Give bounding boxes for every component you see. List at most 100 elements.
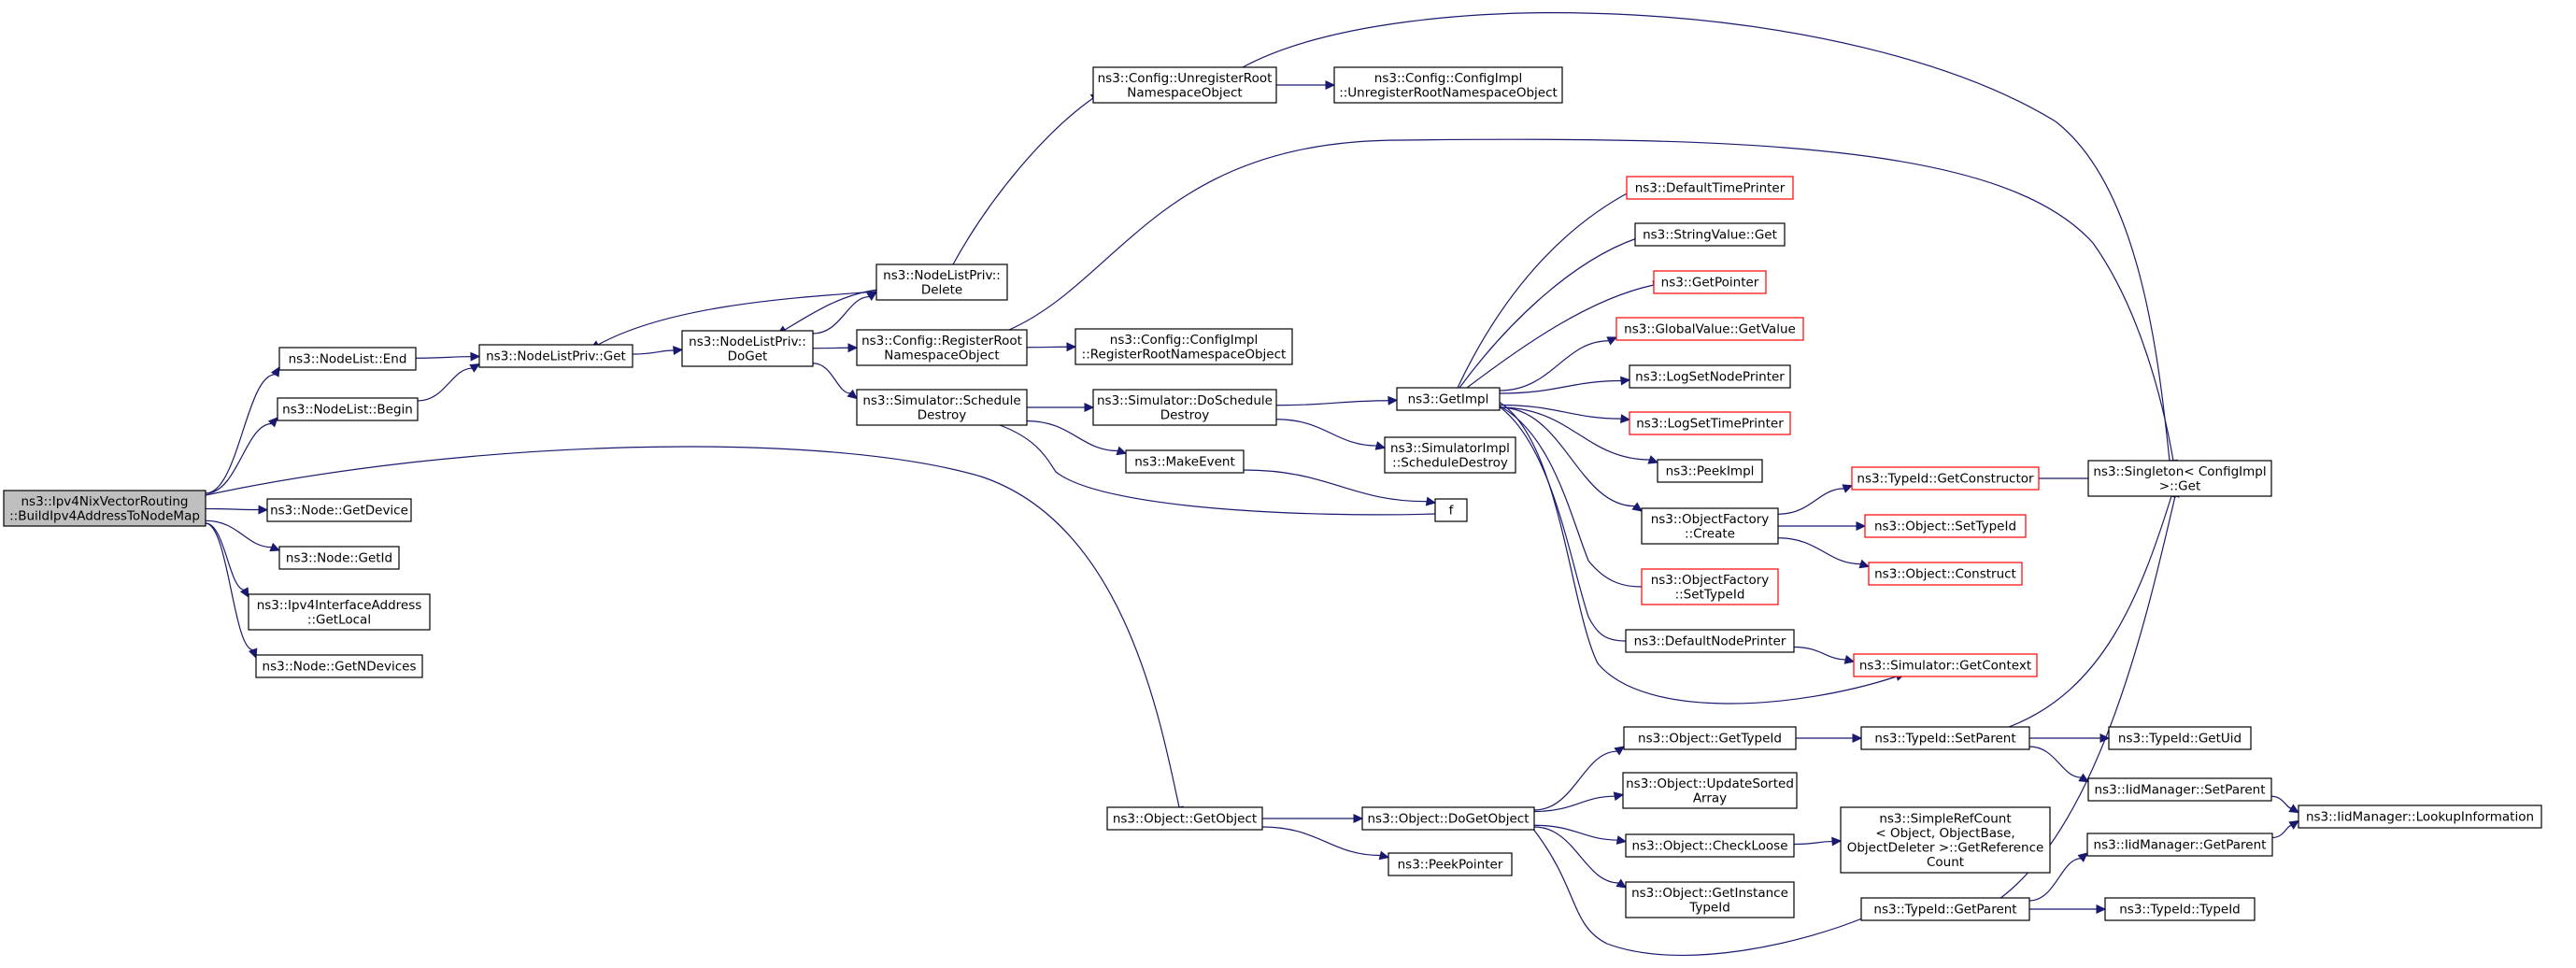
node-obj_construct[interactable]: ns3::Object::Construct <box>1868 562 2023 586</box>
node-box <box>2087 460 2272 497</box>
node-label-line: ns3::StringValue::Get <box>1643 228 1777 243</box>
edge-defnodeprinter-to-sim_getcontext <box>1793 646 1856 664</box>
node-label-line: ::BuildIpv4AddressToNodeMap <box>9 508 200 523</box>
node-strval_get[interactable]: ns3::StringValue::Get <box>1634 222 1786 247</box>
node-label-line: DoGet <box>728 349 768 363</box>
node-typeid_getctor[interactable]: ns3::TypeId::GetConstructor <box>1851 466 2040 491</box>
edge-objfac_create-to-obj_construct <box>1777 537 1871 569</box>
node-nlp_doget[interactable]: ns3::NodeListPriv::DoGet <box>681 330 814 367</box>
node-logsetnode[interactable]: ns3::LogSetNodePrinter <box>1629 364 1791 389</box>
node-nlp_delete[interactable]: ns3::NodeListPriv::Delete <box>875 263 1008 301</box>
edge-obj_dogetobject-to-obj_updatesorted <box>1533 791 1625 813</box>
edge-root-to-node_getndevices <box>205 522 258 660</box>
node-getimpl[interactable]: ns3::GetImpl <box>1396 387 1501 411</box>
node-nlp_get[interactable]: ns3::NodeListPriv::Get <box>478 344 633 368</box>
node-root[interactable]: ns3::Ipv4NixVectorRouting::BuildIpv4Addr… <box>3 490 206 527</box>
node-box <box>856 329 1028 366</box>
node-box <box>1625 629 1795 653</box>
node-objfac_settypeid[interactable]: ns3::ObjectFactory::SetTypeId <box>1641 568 1779 605</box>
node-label-line: Destroy <box>1160 407 1210 422</box>
node-logsettime[interactable]: ns3::LogSetTimePrinter <box>1629 411 1791 435</box>
node-label-line: ns3::DefaultTimePrinter <box>1635 181 1786 196</box>
node-typeid_getparent[interactable]: ns3::TypeId::GetParent <box>1860 897 2030 921</box>
node-obj_checkloose[interactable]: ns3::Object::CheckLoose <box>1625 833 1795 858</box>
node-box <box>1868 562 2023 586</box>
node-gv_getvalue[interactable]: ns3::GlobalValue::GetValue <box>1615 317 1804 341</box>
node-sim_sched[interactable]: ns3::Simulator::ScheduleDestroy <box>856 389 1028 426</box>
node-obj_getobject[interactable]: ns3::Object::GetObject <box>1106 806 1263 831</box>
node-singleton_get[interactable]: ns3::Singleton< ConfigImpl >::Get <box>2087 460 2272 497</box>
edge-sim_sched-to-sim_dosched <box>1027 403 1095 412</box>
node-obj_settypeid[interactable]: ns3::Object::SetTypeId <box>1864 514 2027 538</box>
node-label-line: ns3::TypeId::GetUid <box>2118 732 2242 747</box>
node-label-line: ns3::Config::ConfigImpl <box>1374 71 1522 86</box>
node-label-line: ObjectDeleter >::GetReference <box>1847 840 2044 855</box>
edge-getimpl-to-strval_get <box>1459 234 1646 389</box>
node-makeevent[interactable]: ns3::MakeEvent <box>1125 449 1245 474</box>
node-cfg_unreg[interactable]: ns3::Config::UnregisterRootNamespaceObje… <box>1092 66 1277 104</box>
node-box <box>1641 568 1779 605</box>
node-typeid_getuid[interactable]: ns3::TypeId::GetUid <box>2108 726 2252 750</box>
node-typeid_setparent[interactable]: ns3::TypeId::SetParent <box>1860 726 2030 750</box>
node-nl_begin[interactable]: ns3::NodeList::Begin <box>277 397 419 421</box>
edge-iidmgr_setparent-to-iidmgr_lookup <box>2270 795 2300 814</box>
node-iidmgr_setparent[interactable]: ns3::IidManager::SetParent <box>2087 777 2272 802</box>
node-label-line: ns3::TypeId::SetParent <box>1874 732 2015 747</box>
node-box <box>1653 270 1767 294</box>
node-cfg_reg[interactable]: ns3::Config::RegisterRootNamespaceObject <box>856 329 1028 366</box>
node-label-line: ns3::LogSetNodePrinter <box>1635 370 1785 385</box>
edge-obj_dogetobject-to-obj_gettypeid <box>1533 746 1625 811</box>
node-f[interactable]: f <box>1434 498 1468 522</box>
node-nl_end[interactable]: ns3::NodeList::End <box>278 347 417 371</box>
node-cfgimpl_unreg[interactable]: ns3::Config::ConfigImpl::UnregisterRootN… <box>1333 66 1563 104</box>
node-ipv4if_getlocal[interactable]: ns3::Ipv4InterfaceAddress::GetLocal <box>248 593 431 631</box>
node-box <box>2298 804 2542 829</box>
node-box <box>255 654 423 678</box>
node-box <box>2104 897 2256 921</box>
node-label-line: ::Create <box>1685 526 1735 541</box>
node-obj_dogetobject[interactable]: ns3::Object::DoGetObject <box>1361 806 1535 831</box>
node-label-line: ns3::SimulatorImpl <box>1390 441 1510 456</box>
node-label-line: ns3::Config::ConfigImpl <box>1110 333 1258 348</box>
node-defnodeprinter[interactable]: ns3::DefaultNodePrinter <box>1625 629 1795 653</box>
node-label-line: ns3::Node::GetNDevices <box>263 660 417 675</box>
node-node_getid[interactable]: ns3::Node::GetId <box>278 546 400 570</box>
node-node_getndevices[interactable]: ns3::Node::GetNDevices <box>255 654 423 678</box>
node-deftimeprinter[interactable]: ns3::DefaultTimePrinter <box>1626 176 1794 200</box>
node-box <box>1434 498 1468 522</box>
edge-makeevent-to-f <box>1243 469 1437 506</box>
node-label-line: ns3::GlobalValue::GetValue <box>1624 322 1796 337</box>
node-box <box>248 593 431 631</box>
node-cfgimpl_reg[interactable]: ns3::Config::ConfigImpl::RegisterRootNam… <box>1075 328 1293 365</box>
node-simimpl_sched[interactable]: ns3::SimulatorImpl::ScheduleDestroy <box>1384 436 1516 474</box>
node-box <box>1860 897 2030 921</box>
node-label-line: ns3::Node::GetDevice <box>270 504 408 519</box>
node-iidmgr_getparent[interactable]: ns3::IidManager::GetParent <box>2086 833 2273 857</box>
node-box <box>1075 328 1293 365</box>
node-getpointer[interactable]: ns3::GetPointer <box>1653 270 1767 294</box>
node-label-line: ns3::NodeList::End <box>289 352 407 367</box>
node-obj_gettypeid[interactable]: ns3::Object::GetTypeId <box>1623 726 1797 750</box>
node-objfac_create[interactable]: ns3::ObjectFactory::Create <box>1641 507 1779 545</box>
node-simplerefcount[interactable]: ns3::SimpleRefCount< Object, ObjectBase,… <box>1840 806 2051 874</box>
node-box <box>1851 466 2040 491</box>
node-box <box>1092 389 1277 426</box>
node-typeid_typeid[interactable]: ns3::TypeId::TypeId <box>2104 897 2256 921</box>
edge-obj_dogetobject-to-obj_getinstance <box>1533 826 1627 889</box>
node-label-line: ns3::NodeList::Begin <box>282 403 413 418</box>
node-box <box>1384 436 1516 474</box>
node-peekpointer[interactable]: ns3::PeekPointer <box>1388 852 1513 876</box>
node-label-line: f <box>1449 504 1455 519</box>
node-label-line: ns3::TypeId::GetParent <box>1873 903 2016 918</box>
node-box <box>278 347 417 371</box>
node-label-line: ns3::DefaultNodePrinter <box>1634 634 1786 649</box>
edge-root-to-nl_end <box>205 365 280 494</box>
node-box <box>856 389 1028 426</box>
node-node_getdevice[interactable]: ns3::Node::GetDevice <box>266 498 412 522</box>
node-sim_getcontext[interactable]: ns3::Simulator::GetContext <box>1853 653 2038 677</box>
node-peekimpl[interactable]: ns3::PeekImpl <box>1657 459 1763 483</box>
node-iidmgr_lookup[interactable]: ns3::IidManager::LookupInformation <box>2298 804 2542 829</box>
